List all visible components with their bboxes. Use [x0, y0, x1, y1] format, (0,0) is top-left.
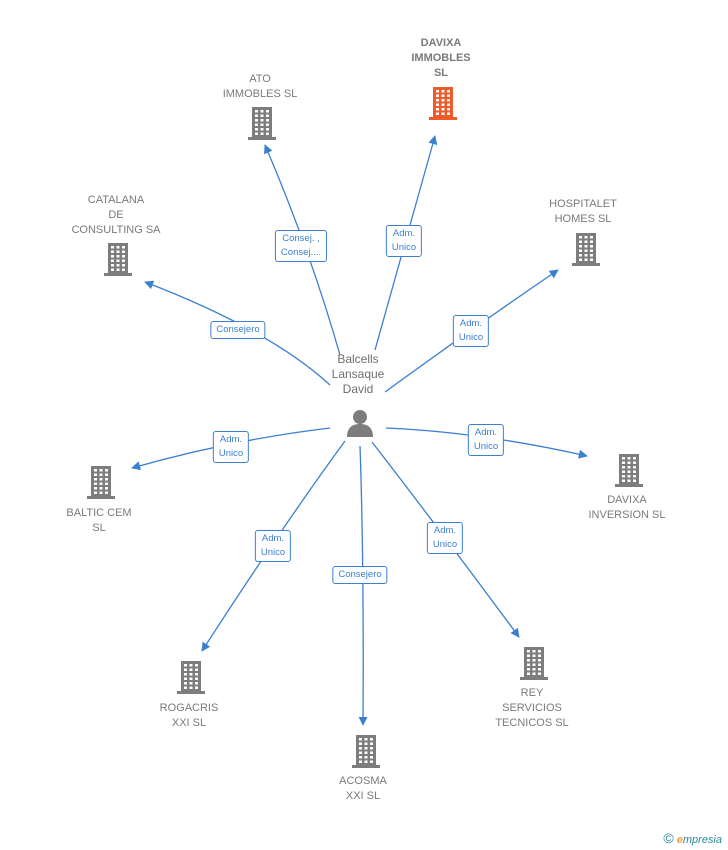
relation-label-baltic-cem[interactable]: Adm. Unico — [212, 431, 250, 463]
relation-label-hospitalet-homes[interactable]: Adm. Unico — [452, 315, 490, 347]
company-name-rogacris[interactable]: ROGACRIS XXI SL — [159, 702, 219, 729]
company-name-acosma[interactable]: ACOSMA XXI SL — [339, 775, 387, 802]
building-icon — [177, 661, 205, 694]
company-node-catalana-consulting[interactable] — [103, 242, 133, 281]
building-icon — [87, 466, 115, 499]
building-icon — [248, 107, 276, 140]
company-name-baltic-cem[interactable]: BALTIC CEM SL — [66, 507, 132, 534]
company-name-hospitalet-homes[interactable]: HOSPITALET HOMES SL — [549, 198, 617, 225]
company-node-baltic-cem[interactable] — [86, 465, 116, 504]
building-icon — [352, 735, 380, 768]
company-node-ato-immobles[interactable] — [247, 106, 277, 145]
brand-logo-letter: e — [676, 834, 683, 846]
company-name-rey-servicios[interactable]: REY SERVICIOS TECNICOS SL — [495, 687, 569, 729]
company-node-davixa-immobles[interactable] — [428, 86, 458, 125]
relation-label-rogacris[interactable]: Adm. Unico — [254, 530, 292, 562]
company-node-rogacris[interactable] — [176, 660, 206, 699]
building-icon — [104, 243, 132, 276]
company-name-catalana-consulting[interactable]: CATALANA DE CONSULTING SA — [71, 194, 161, 236]
relation-label-ato-immobles[interactable]: Consej. , Consej.... — [274, 230, 328, 262]
company-node-acosma[interactable] — [351, 734, 381, 773]
relation-label-acosma[interactable]: Consejero — [332, 566, 388, 584]
person-icon — [347, 410, 373, 437]
company-name-davixa-immobles[interactable]: DAVIXA IMMOBLES SL — [411, 37, 471, 79]
building-icon — [572, 233, 600, 266]
relation-label-davixa-inversion[interactable]: Adm. Unico — [467, 424, 505, 456]
edge-acosma — [358, 445, 368, 726]
building-icon — [520, 647, 548, 680]
copyright-symbol: © — [663, 830, 674, 846]
center-person[interactable] — [345, 408, 375, 443]
company-node-davixa-inversion[interactable] — [614, 453, 644, 492]
footer-brand[interactable]: © empresia — [663, 830, 722, 846]
company-node-hospitalet-homes[interactable] — [571, 232, 601, 271]
relation-label-davixa-immobles[interactable]: Adm. Unico — [385, 225, 423, 257]
relation-label-rey-servicios[interactable]: Adm. Unico — [426, 522, 464, 554]
building-icon — [429, 87, 457, 120]
company-name-ato-immobles[interactable]: ATO IMMOBLES SL — [222, 73, 298, 100]
center-person-name[interactable]: Balcells Lansaque David — [331, 352, 385, 396]
relation-label-catalana-consulting[interactable]: Consejero — [210, 321, 266, 339]
company-node-rey-servicios[interactable] — [519, 646, 549, 685]
brand-name: mpresia — [682, 834, 722, 846]
building-icon — [615, 454, 643, 487]
company-name-davixa-inversion[interactable]: DAVIXA INVERSION SL — [588, 494, 666, 521]
